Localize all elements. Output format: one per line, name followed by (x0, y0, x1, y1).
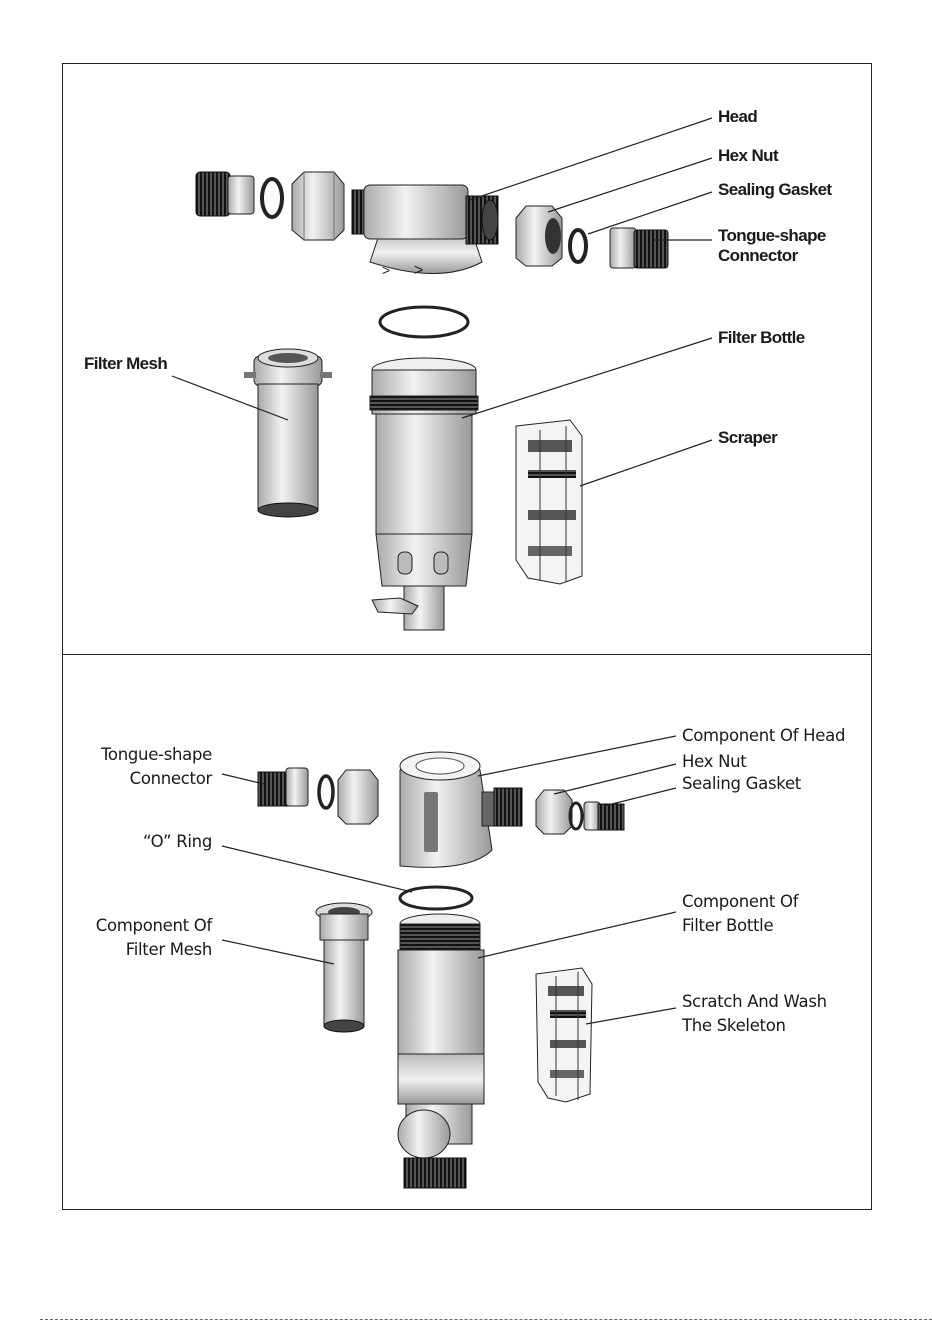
label-filter-bottle: Filter Bottle (718, 328, 805, 348)
label-sealing-gasket: Sealing Gasket (718, 180, 832, 200)
top-left-hex-nut (292, 172, 344, 240)
top-o-ring (380, 307, 468, 337)
label-hex-nut: Hex Nut (718, 146, 778, 166)
label-skeleton-line2: The Skeleton (682, 1014, 786, 1038)
page-bottom-rule (40, 1319, 932, 1320)
top-left-connector (196, 172, 254, 216)
top-right-gasket (570, 230, 586, 262)
label-filter-mesh-line2-b: Filter Mesh (60, 938, 212, 962)
label-component-head: Component Of Head (682, 724, 845, 748)
label-hex-nut-b: Hex Nut (682, 750, 746, 774)
label-tongue-connector-line2: Connector (718, 246, 798, 266)
label-filter-mesh-line1-b: Component Of (60, 914, 212, 938)
top-filter-mesh (244, 349, 332, 517)
label-tongue-connector-line2-b: Connector (60, 767, 212, 791)
label-head: Head (718, 107, 757, 127)
svg-text:>: > (382, 262, 390, 278)
label-sealing-gasket-b: Sealing Gasket (682, 772, 801, 796)
top-head: > > (352, 185, 498, 279)
top-right-connector (610, 228, 668, 268)
top-scraper (516, 420, 582, 584)
top-right-hex-nut (516, 206, 562, 266)
label-scraper: Scraper (718, 428, 777, 448)
svg-text:>: > (414, 262, 423, 279)
top-left-gasket (262, 179, 282, 217)
label-tongue-connector-line1: Tongue-shape (718, 226, 826, 246)
label-o-ring: “O” Ring (60, 830, 212, 854)
top-filter-bottle (370, 358, 478, 630)
label-filter-mesh: Filter Mesh (84, 354, 167, 374)
label-tongue-connector-line1-b: Tongue-shape (60, 743, 212, 767)
label-filter-bottle-line1-b: Component Of (682, 890, 798, 914)
label-skeleton-line1: Scratch And Wash (682, 990, 827, 1014)
label-filter-bottle-line2-b: Filter Bottle (682, 914, 773, 938)
